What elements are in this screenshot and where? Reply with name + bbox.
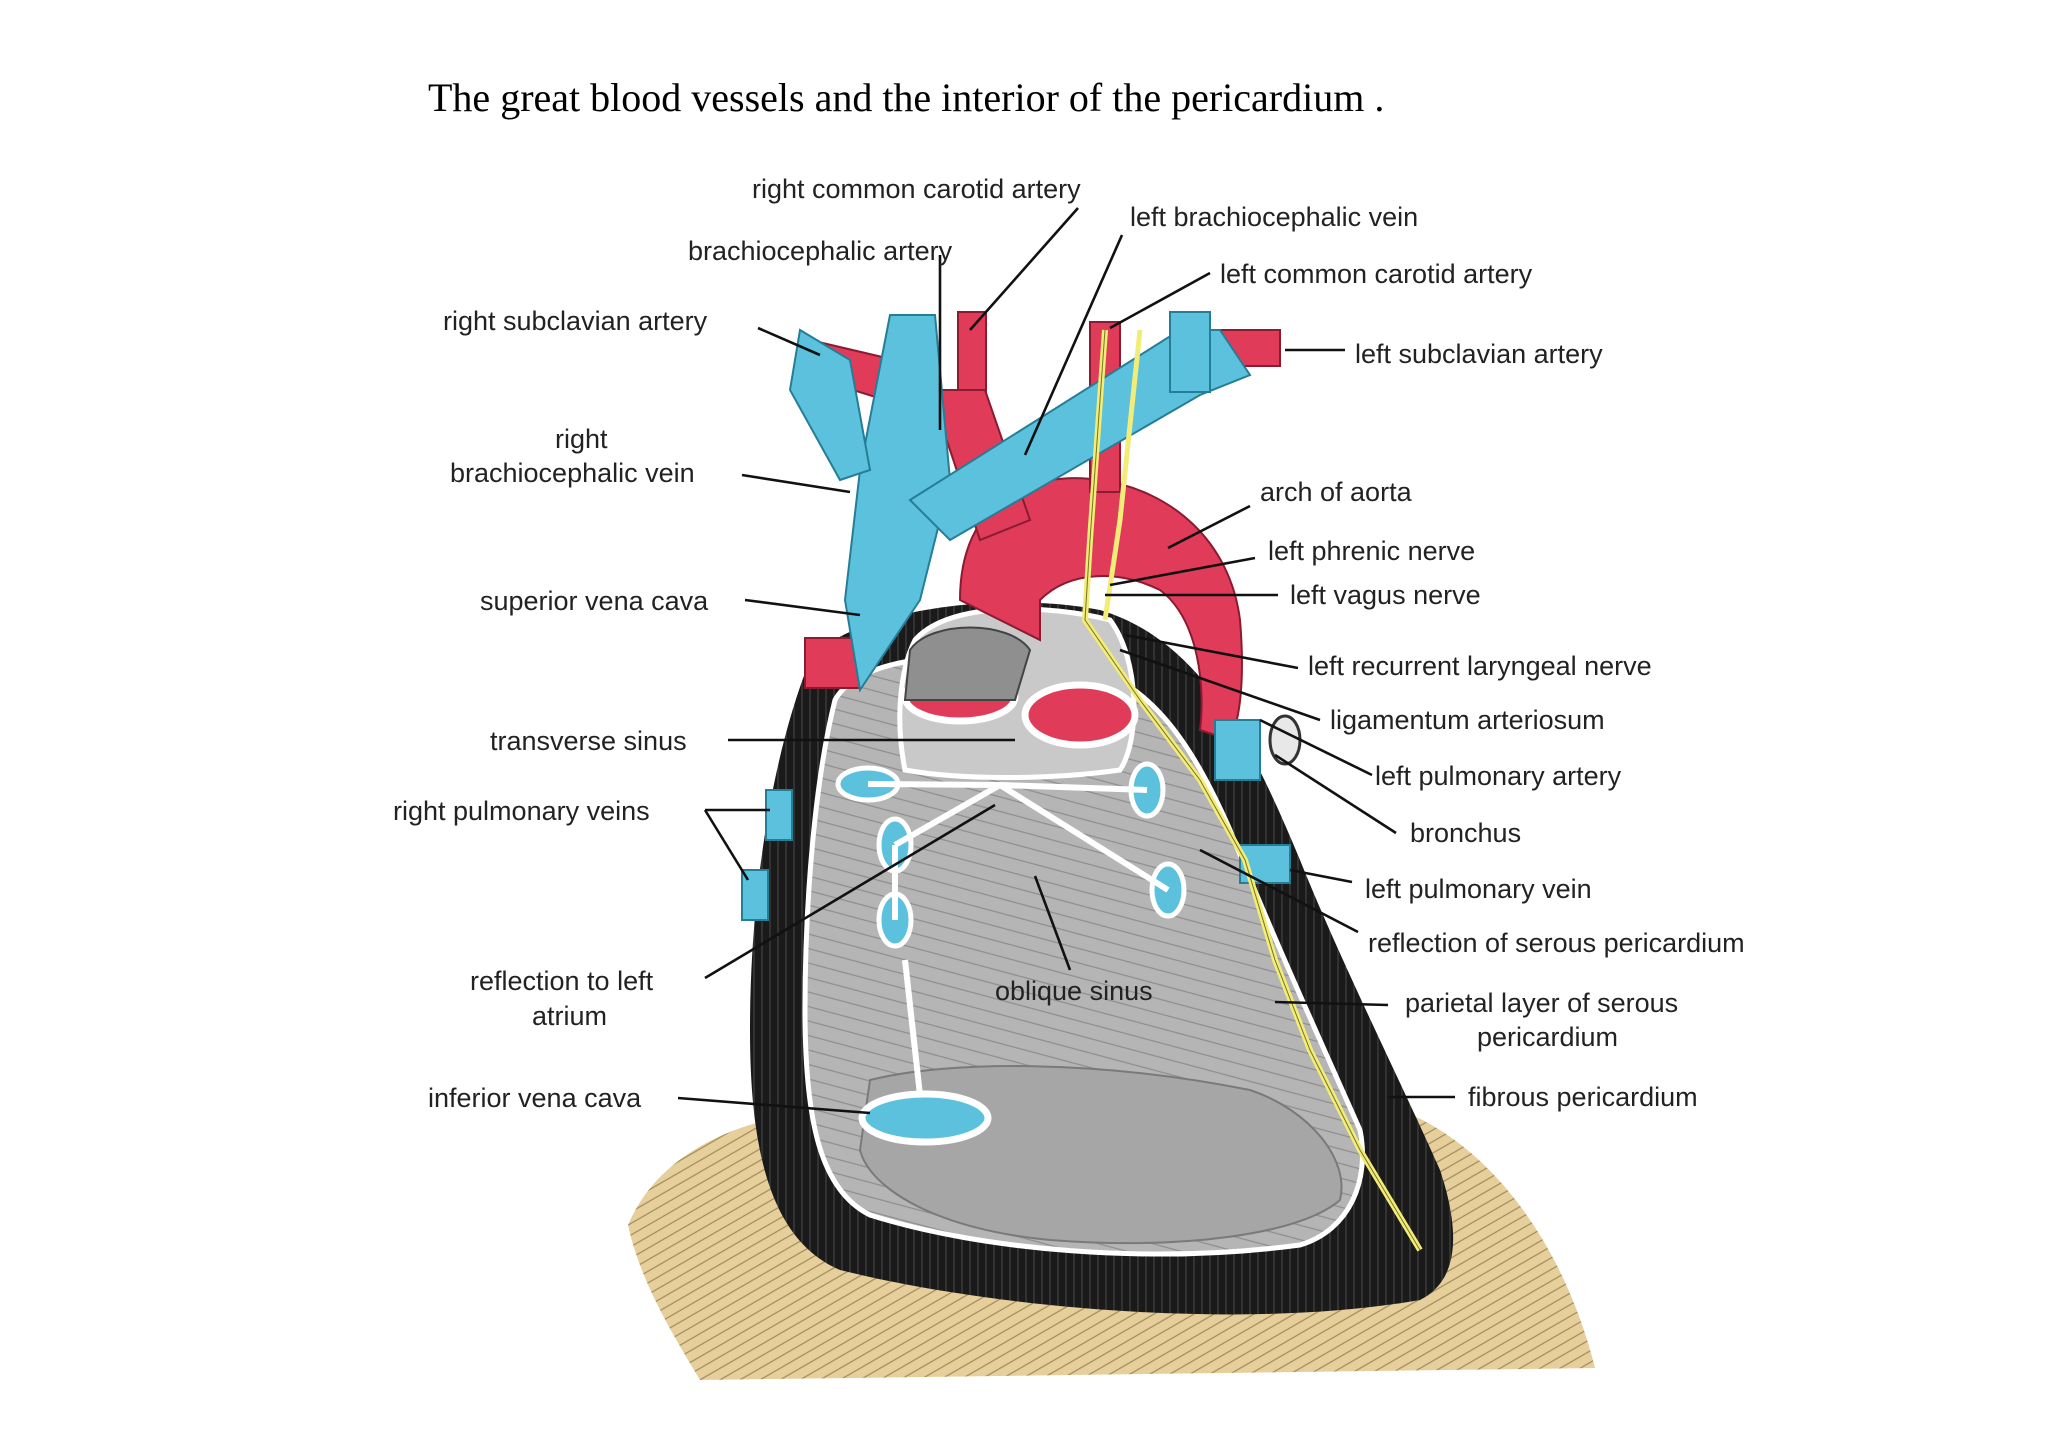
label-left-pulmonary-artery: left pulmonary artery <box>1375 761 1622 791</box>
serous-reflection-lines <box>867 781 1170 1096</box>
label-reflection-to-left-atrium-line1: reflection to left <box>470 966 654 996</box>
label-left-common-carotid-artery: left common carotid artery <box>1220 259 1533 289</box>
label-left-pulmonary-vein: left pulmonary vein <box>1365 874 1592 904</box>
label-fibrous-pericardium: fibrous pericardium <box>1468 1082 1698 1112</box>
label-right-brachiocephalic-vein-line2: brachiocephalic vein <box>450 458 695 488</box>
figure-title: The great blood vessels and the interior… <box>428 75 1385 120</box>
label-reflection-to-left-atrium-line2: atrium <box>532 1001 607 1031</box>
label-transverse-sinus: transverse sinus <box>490 726 687 756</box>
right-pulmonary-vein-upper <box>765 789 793 841</box>
nerve-outline <box>1084 329 1421 1251</box>
label-reflection-of-serous-pericardium: reflection of serous pericardium <box>1368 928 1745 958</box>
label-parietal-layer-line2: pericardium <box>1477 1022 1618 1052</box>
label-left-vagus-nerve: left vagus nerve <box>1290 580 1481 610</box>
aortic-arch <box>958 477 1243 742</box>
label-bronchus: bronchus <box>1410 818 1521 848</box>
label-right-pulmonary-veins: right pulmonary veins <box>393 796 650 826</box>
right-brachiocephalic-vein-shape <box>788 328 872 482</box>
label-superior-vena-cava: superior vena cava <box>480 586 709 616</box>
left-subclavian-vein <box>1169 311 1211 393</box>
inferior-vena-cava-cut <box>858 1090 992 1146</box>
label-left-recurrent-laryngeal-nerve: left recurrent laryngeal nerve <box>1308 651 1652 681</box>
label-right-brachiocephalic-vein-line1: right <box>555 424 608 454</box>
label-inferior-vena-cava: inferior vena cava <box>428 1083 642 1113</box>
bronchus-cut <box>1268 714 1302 766</box>
left-pulmonary-artery-stub <box>1214 719 1261 781</box>
label-ligamentum-arteriosum: ligamentum arteriosum <box>1330 705 1605 735</box>
superior-vena-cava <box>843 314 952 693</box>
label-right-common-carotid-artery: right common carotid artery <box>752 174 1081 204</box>
label-arch-of-aorta: arch of aorta <box>1260 477 1413 507</box>
label-right-subclavian-artery: right subclavian artery <box>443 306 708 336</box>
left-vagus-nerve-shape <box>1102 329 1143 621</box>
label-brachiocephalic-artery: brachiocephalic artery <box>688 236 953 266</box>
aorta-stump <box>903 626 1032 701</box>
label-left-phrenic-nerve: left phrenic nerve <box>1268 536 1475 566</box>
label-left-subclavian-artery: left subclavian artery <box>1355 339 1603 369</box>
pulmonary-trunk-stub <box>804 637 861 689</box>
label-oblique-sinus: oblique sinus <box>995 976 1153 1006</box>
label-left-brachiocephalic-vein: left brachiocephalic vein <box>1130 202 1418 232</box>
label-parietal-layer-line1: parietal layer of serous <box>1405 988 1678 1018</box>
pulmonary-trunk-cut-end <box>1021 681 1139 749</box>
leader-lines <box>677 207 1455 1115</box>
